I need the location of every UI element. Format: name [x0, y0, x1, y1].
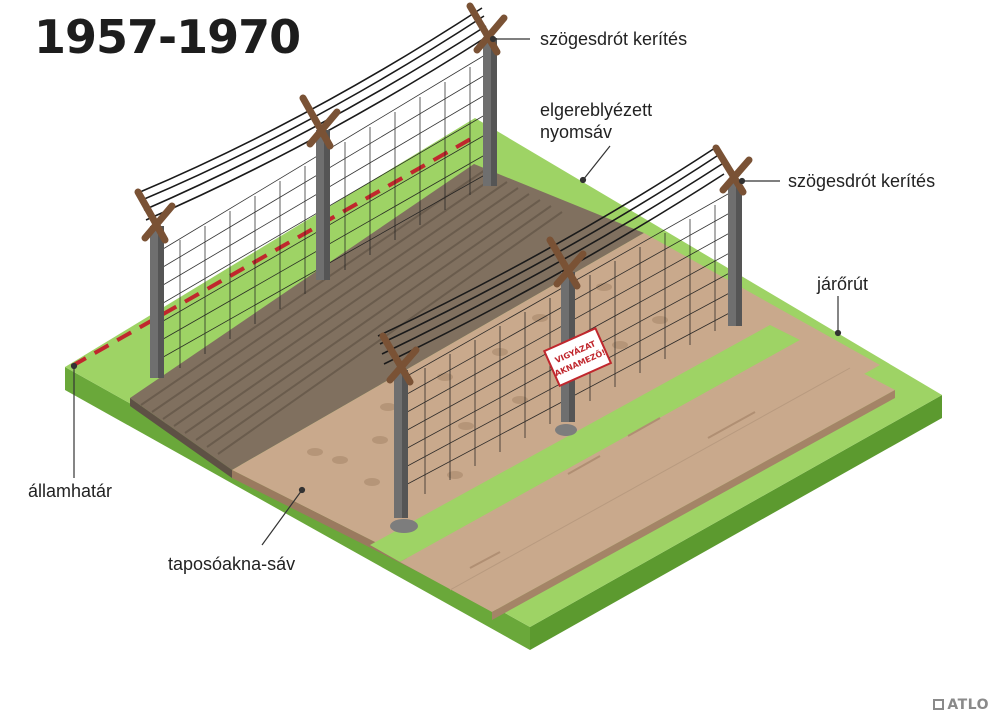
raked-strip: [130, 164, 644, 470]
raked-strip-edge: [130, 398, 232, 478]
label-fence-right: szögesdrót kerítés: [788, 171, 936, 191]
right-fence-top-wires: [377, 145, 725, 365]
brand-logo: ATLO: [933, 697, 989, 713]
raked-strip-grooves: [140, 169, 563, 455]
leader-lines: [70, 35, 842, 546]
right-fence-crosses: [379, 144, 753, 386]
label-patrol-road: járőrút: [817, 274, 869, 294]
patrol-road-side: [492, 390, 895, 620]
label-state-border: államhatár: [28, 481, 113, 501]
label-mine-strip: taposóakna-sáv: [168, 554, 296, 574]
label-raked-strip-line2: nyomsáv: [540, 122, 613, 142]
brand-text: ATLO: [947, 697, 989, 713]
rock: [390, 519, 418, 533]
rock: [555, 424, 577, 436]
road-tracks: [469, 411, 756, 569]
page-title: 1957-1970: [34, 10, 301, 64]
mine-markers: [307, 283, 668, 486]
patrol-road: [400, 340, 895, 612]
grass-divider: [370, 325, 800, 562]
left-fence-posts: [150, 38, 497, 378]
brand-mark-icon: [933, 699, 945, 710]
ground-right-side: [530, 395, 942, 650]
label-fence-top: szögesdrót kerítés: [540, 29, 688, 49]
warning-sign: VIGYÁZAT AKNAMEZŐ!: [542, 327, 613, 388]
label-raked-strip-line1: elgereblyézett: [540, 100, 653, 120]
left-fence-crosses: [134, 2, 508, 244]
